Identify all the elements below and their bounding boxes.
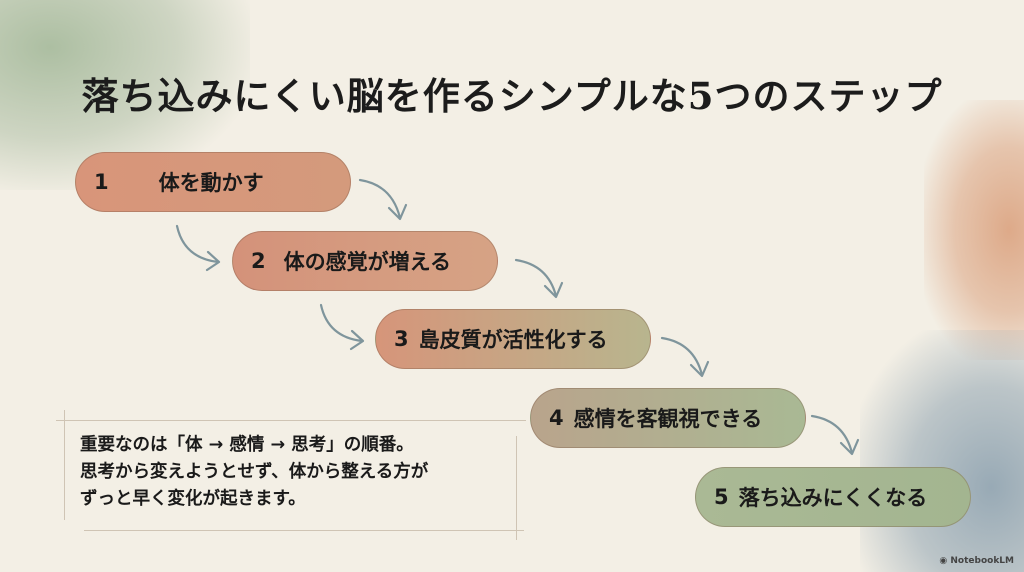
arrow-icon xyxy=(660,336,710,378)
step-label: 体を動かす xyxy=(158,171,264,195)
divider xyxy=(64,410,65,520)
watermark-text: NotebookLM xyxy=(950,556,1014,566)
note-line: 思考から変えようとせず、体から整える方が xyxy=(80,462,429,482)
divider xyxy=(516,436,517,540)
arrow-icon xyxy=(319,303,365,351)
step-label: 感情を客観視できる xyxy=(573,407,763,431)
step-number: 4 xyxy=(549,406,564,430)
step-3: 3 島皮質が活性化する xyxy=(375,309,651,369)
watercolor-orange xyxy=(924,100,1024,360)
step-5: 5 落ち込みにくくなる xyxy=(695,467,971,527)
step-label: 体の感覚が増える xyxy=(283,250,451,274)
note-line: 重要なのは「体 → 感情 → 思考」の順番。 xyxy=(80,435,414,455)
step-label: 島皮質が活性化する xyxy=(418,328,608,352)
step-number: 2 xyxy=(251,249,266,273)
note-line: ずっと早く変化が起きます。 xyxy=(80,489,306,509)
slide-title: 落ち込みにくい脳を作るシンプルな5つのステップ xyxy=(81,74,943,118)
step-4: 4 感情を客観視できる xyxy=(530,388,806,448)
step-1: 1 体を動かす xyxy=(75,152,351,212)
arrow-icon xyxy=(810,414,860,456)
note-text: 重要なのは「体 → 感情 → 思考」の順番。 思考から変えようとせず、体から整え… xyxy=(80,432,428,513)
arrow-icon xyxy=(175,224,221,272)
divider xyxy=(84,530,524,531)
step-2: 2 体の感覚が増える xyxy=(232,231,498,291)
notebooklm-icon: ◉ xyxy=(939,556,951,566)
step-label: 落ち込みにくくなる xyxy=(738,486,928,510)
step-number: 1 xyxy=(94,170,109,194)
step-number: 5 xyxy=(714,485,729,509)
step-number: 3 xyxy=(394,327,409,351)
watermark: ◉ NotebookLM xyxy=(939,556,1014,566)
watercolor-blue xyxy=(860,330,1024,572)
arrow-icon xyxy=(514,258,564,299)
divider xyxy=(56,420,526,421)
arrow-icon xyxy=(358,178,408,221)
